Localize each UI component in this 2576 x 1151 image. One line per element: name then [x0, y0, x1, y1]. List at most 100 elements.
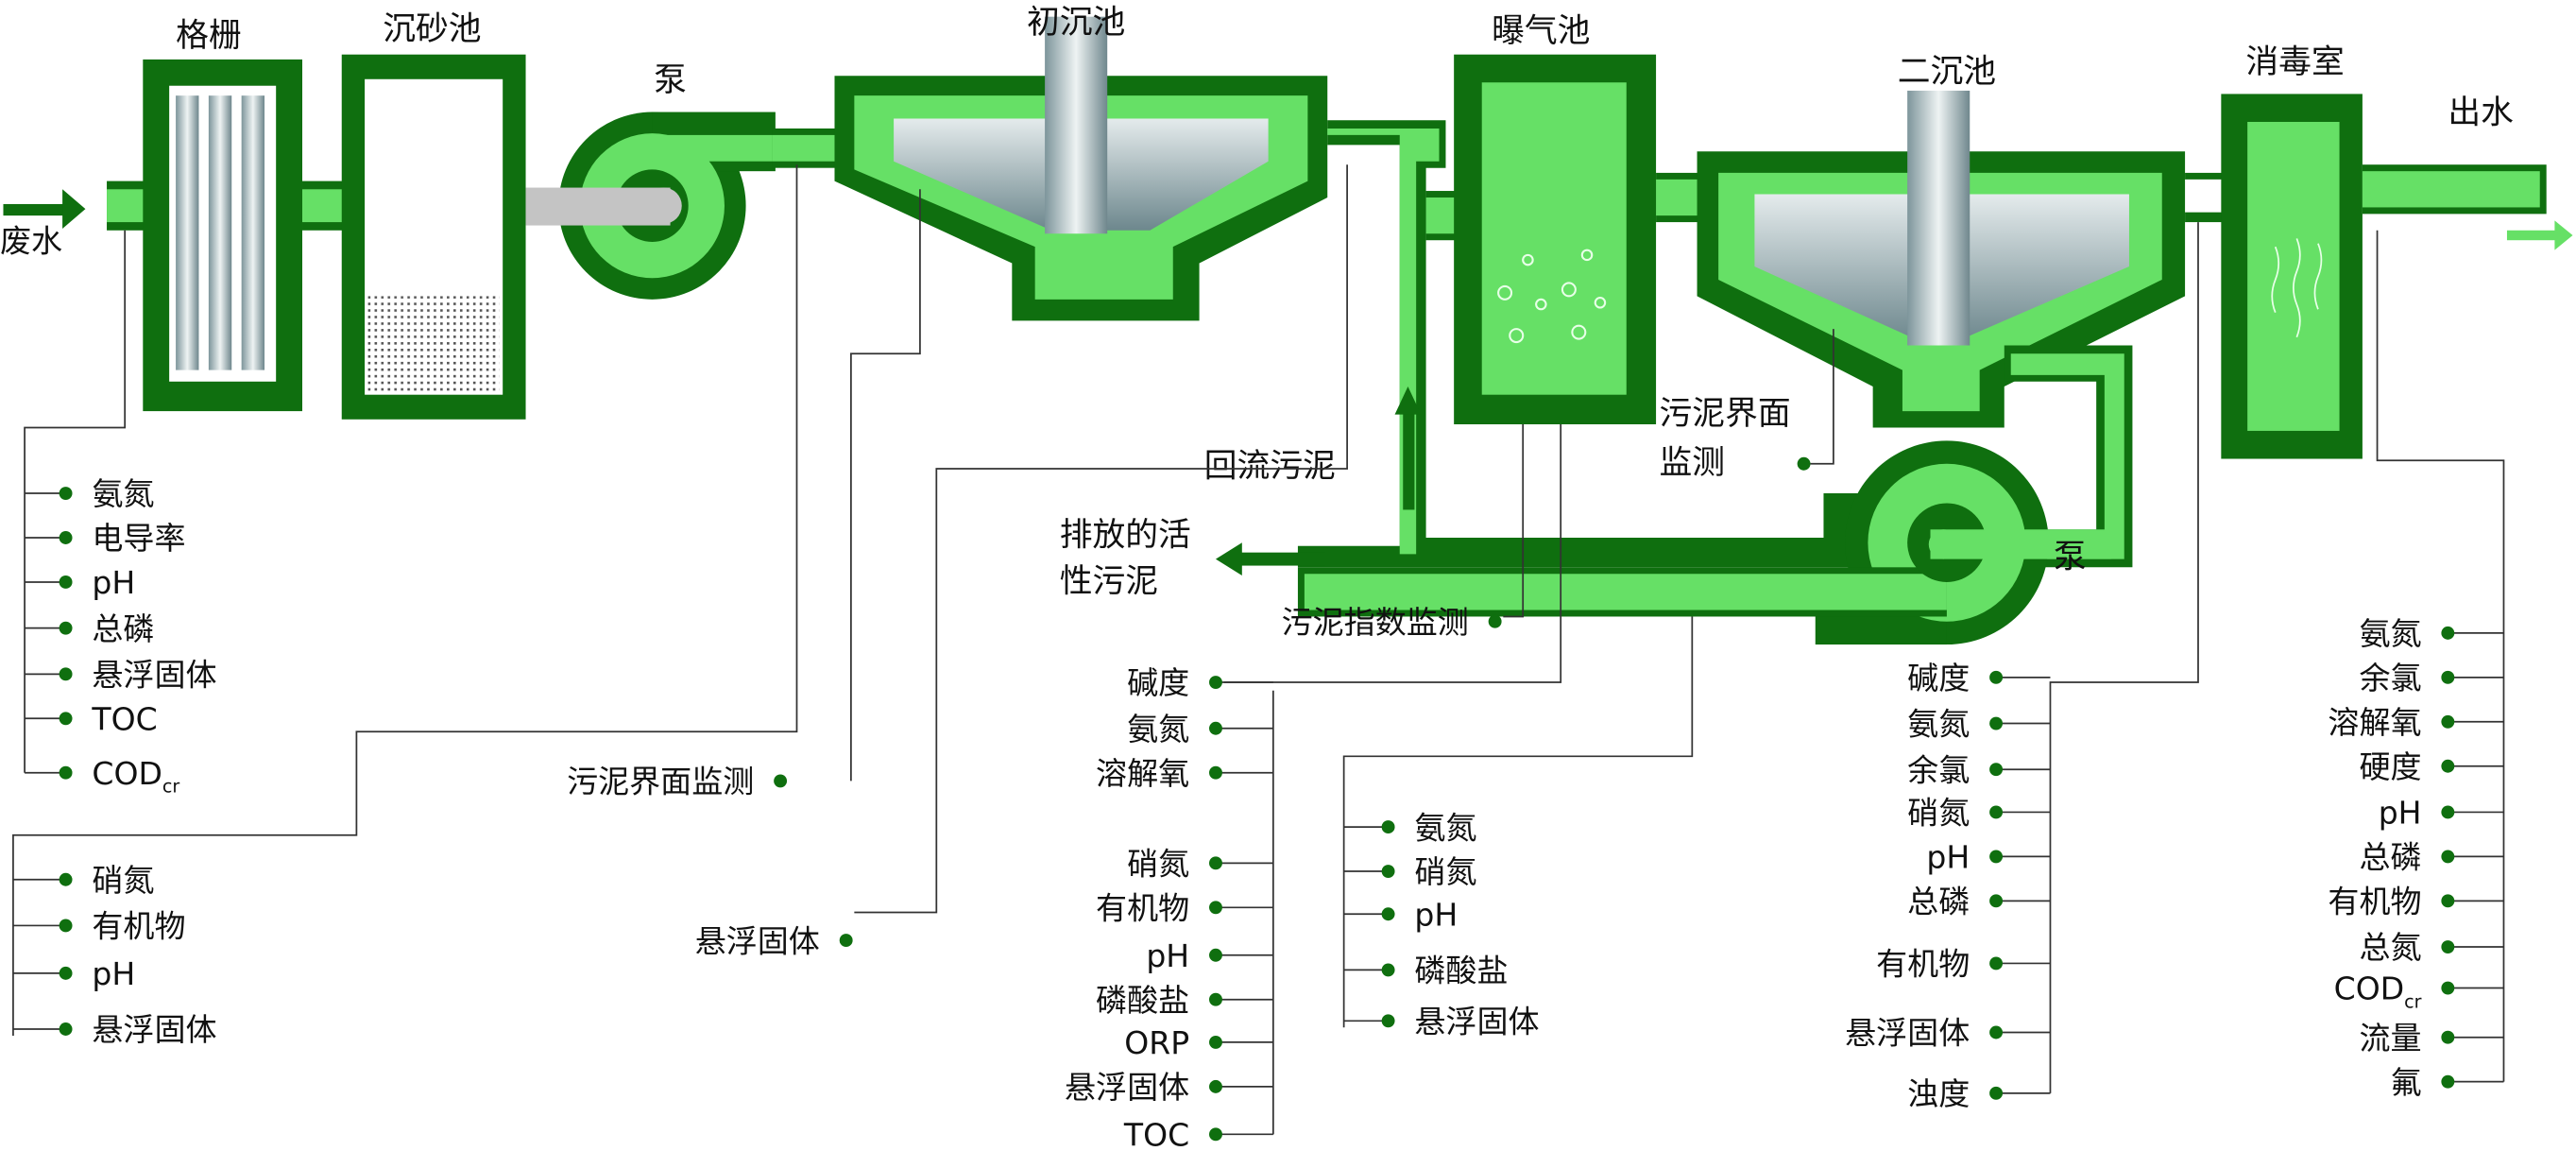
grit-chamber: [341, 54, 526, 420]
screen-title: 格栅: [176, 17, 242, 55]
sludge-interface-label-2: 监测: [1660, 444, 1726, 482]
pump-2: [1297, 440, 2111, 645]
parameter-label: 氟: [2390, 1064, 2421, 1101]
parameter-label: 悬浮固体: [695, 922, 820, 959]
parameter-label: 污泥指数监测: [1282, 604, 1469, 641]
sensor-dot-icon: [59, 576, 73, 589]
sensor-dot-icon: [59, 1022, 73, 1036]
sensor-dot-icon: [1381, 820, 1395, 834]
sensor-dot-icon: [1209, 1079, 1222, 1093]
parameter-label: pH: [92, 955, 135, 992]
sludge-interface-label-1: 污泥界面: [1660, 395, 1791, 433]
sensor-dot-icon: [1989, 850, 2004, 864]
outlet-arrow-icon: [2506, 220, 2573, 250]
sensor-dot-icon: [774, 774, 788, 788]
parameter-label: 碱度: [1127, 664, 1189, 701]
parameter-label: 浊度: [1907, 1075, 1970, 1112]
sensor-dot-icon: [1381, 1014, 1395, 1028]
primary-clarifier: [834, 16, 1328, 321]
parameter-label: 有机物: [2328, 884, 2421, 920]
sensor-dot-icon: [2441, 894, 2455, 908]
return-sludge-label: 回流污泥: [1204, 448, 1336, 486]
sensor-dot-icon: [2441, 940, 2455, 954]
aeration-tank: [1454, 54, 1657, 424]
inlet-label: 废水: [0, 222, 62, 259]
parameter-label: 污泥界面监测: [567, 764, 754, 800]
inlet-arrow-icon: [3, 189, 86, 230]
parameter-label: 碱度: [1907, 660, 1970, 696]
parameter-label: pH: [2379, 795, 2422, 832]
pump-1-label: 泵: [654, 61, 687, 99]
parameter-label: 溶解氧: [2328, 704, 2421, 741]
parameter-label: 磷酸盐: [1096, 982, 1189, 1019]
sensor-dot-icon: [1989, 894, 2004, 908]
sensor-dot-icon: [2441, 714, 2455, 729]
parameter-label: pH: [1146, 937, 1189, 974]
sensor-dot-icon: [1209, 765, 1222, 780]
parameter-label: 余氯: [1907, 751, 1970, 788]
parameter-label: pH: [1414, 896, 1458, 933]
sensor-dot-icon: [59, 919, 73, 933]
grit-title: 沉砂池: [383, 10, 481, 48]
parameter-label: 硝氮: [1127, 846, 1189, 883]
sensor-dot-icon: [1989, 1025, 2004, 1039]
sensor-dot-icon: [1989, 1086, 2004, 1100]
parameter-label: 氨氮: [1414, 809, 1476, 846]
sensor-dot-icon: [1209, 676, 1222, 690]
parameter-label: 总磷: [2359, 839, 2421, 876]
aeration-title: 曝气池: [1492, 12, 1590, 50]
return-sludge-arrow-icon: [1394, 386, 1422, 510]
screen-unit: [143, 59, 303, 412]
sensor-dot-icon: [1989, 670, 2004, 684]
sensor-dot-icon: [59, 487, 73, 500]
disinfection-title: 消毒室: [2245, 43, 2344, 81]
sensor-dot-icon: [59, 765, 73, 780]
primary-title: 初沉池: [1027, 4, 1125, 42]
parameter-label: 硝氮: [1414, 853, 1476, 890]
parameter-label: 硬度: [2359, 748, 2421, 785]
sensor-dot-icon: [1209, 721, 1222, 735]
sensor-dot-icon: [1381, 963, 1395, 977]
parameter-label: ORP: [1124, 1024, 1189, 1061]
sensor-dot-icon: [59, 621, 73, 635]
sensor-dot-icon: [59, 966, 73, 980]
sensor-dot-icon: [1381, 907, 1395, 921]
sensor-dot-icon: [2441, 1074, 2455, 1089]
waste-sludge-label-1: 排放的活: [1060, 517, 1191, 555]
waste-sludge-label-2: 性污泥: [1060, 562, 1158, 600]
parameter-label: 悬浮固体: [92, 1011, 216, 1048]
sensor-dot-icon: [2441, 981, 2455, 995]
disinfection-chamber: [2221, 94, 2363, 459]
parameter-label: 有机物: [1876, 946, 1970, 983]
parameter-label: TOC: [1123, 1116, 1189, 1151]
parameter-label: 氨氮: [1907, 706, 1970, 743]
sensor-dot-icon: [59, 531, 73, 544]
sensor-dot-icon: [1989, 956, 2004, 971]
sensor-dot-icon: [1209, 1035, 1222, 1049]
parameter-label: 硝氮: [1907, 795, 1970, 832]
sensor-dot-icon: [59, 712, 73, 726]
parameter-label: 氨氮: [2359, 615, 2421, 652]
parameter-label: 悬浮固体: [1065, 1069, 1189, 1106]
sensor-dot-icon: [2441, 759, 2455, 773]
parameter-label: pH: [1926, 839, 1970, 876]
monitoring-parameter-labels: 氨氮电导率pH总磷悬浮固体TOCCODcr硝氮有机物pH悬浮固体碱度氨氮溶解氧硝…: [12, 475, 2504, 1151]
sensor-dot-icon: [1209, 948, 1222, 962]
parameter-label: 有机物: [92, 908, 185, 945]
pump-2-label: 泵: [2054, 538, 2087, 576]
secondary-clarifier: [1697, 90, 2186, 428]
sensor-dot-icon: [2441, 850, 2455, 864]
sensor-dot-icon: [2441, 670, 2455, 684]
waste-sludge-arrow-icon: [1215, 542, 1326, 576]
parameter-label: pH: [92, 564, 135, 601]
parameter-label: 氨氮: [92, 475, 154, 512]
sensor-dot-icon: [1989, 805, 2004, 819]
outlet-label: 出水: [2448, 94, 2514, 132]
parameter-label: 余氯: [2359, 660, 2421, 696]
parameter-label: 总氮: [2359, 929, 2421, 966]
parameter-label: 悬浮固体: [1414, 1003, 1539, 1039]
parameter-label: TOC: [91, 700, 157, 737]
sensor-dot-icon: [2441, 626, 2455, 640]
parameter-label: 悬浮固体: [1845, 1015, 1970, 1052]
